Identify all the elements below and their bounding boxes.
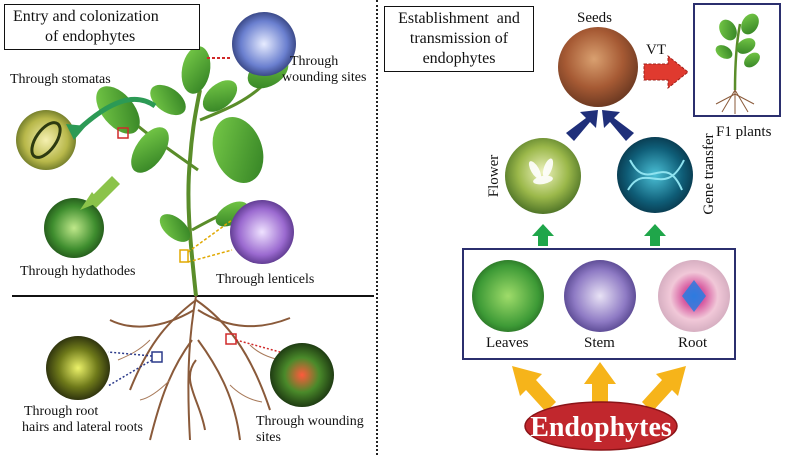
label-root-hairs-line2: hairs and lateral roots [22,420,143,435]
label-wounding-bottom-line2: sites [256,430,281,445]
label-seeds: Seeds [577,10,612,26]
right-title-line1: Establishment and [398,10,520,27]
label-wounding-top-line2: wounding sites [282,70,367,85]
label-root-hairs: Through root hairs and lateral roots [22,404,143,436]
right-panel-title: Establishment and transmission of endoph… [384,6,534,72]
endophytes-to-stem-arrow [584,362,616,410]
label-wounding-top: Through wounding sites [282,54,366,86]
label-flower: Flower [486,154,502,198]
label-hydathodes: Through hydathodes [20,264,136,279]
endophytes-to-leaves-arrow [512,366,556,412]
endophytes-to-root-arrow [642,366,686,412]
label-gene-transfer: Gene transfer [701,133,717,215]
label-stem: Stem [584,335,615,351]
label-wounding-top-line1: Through [290,54,339,69]
label-wounding-bottom: Through wounding sites [256,414,364,446]
leaves-to-flower-arrow [532,224,554,246]
endophytes-ellipse [524,401,678,451]
vertical-transmission-arrow [643,54,689,90]
seeds-image [558,27,638,107]
right-title-line3: endophytes [422,50,496,67]
left-title-line2: of endophytes [45,28,136,45]
right-title-line2: transmission of [409,30,509,47]
root-wound-micrograph [270,343,334,407]
stomata-micrograph [16,110,76,170]
label-stomatas: Through stomatas [10,72,111,87]
left-title-line1: Entry and colonization [13,8,159,25]
left-panel-title: Entry and colonization of endophytes [4,4,200,50]
gene-to-seeds-arrow [602,110,634,141]
ground-line [12,295,374,297]
label-f1-plants: F1 plants [716,124,772,140]
root-hair-micrograph [46,336,110,400]
hydathode-micrograph [44,198,104,258]
gene-transfer-image [617,137,693,213]
label-root: Root [678,335,708,351]
panel-divider-vertical [376,0,378,455]
label-leaves: Leaves [486,335,529,351]
stem-tissue-image [564,260,636,332]
endophytes-label: Endophytes [530,412,672,443]
label-lenticels: Through lenticels [216,272,315,287]
leaves-tissue-image [472,260,544,332]
flower-to-seeds-arrow [566,110,598,141]
label-root-hairs-line1: Through root [24,404,99,419]
f1-seedling [715,13,760,114]
root-to-gene-arrow [644,224,666,246]
label-wounding-bottom-line1: Through wounding [256,414,364,429]
wounding-site-micrograph [232,12,296,76]
label-vt: VT [646,42,666,58]
lenticel-micrograph [230,200,294,264]
